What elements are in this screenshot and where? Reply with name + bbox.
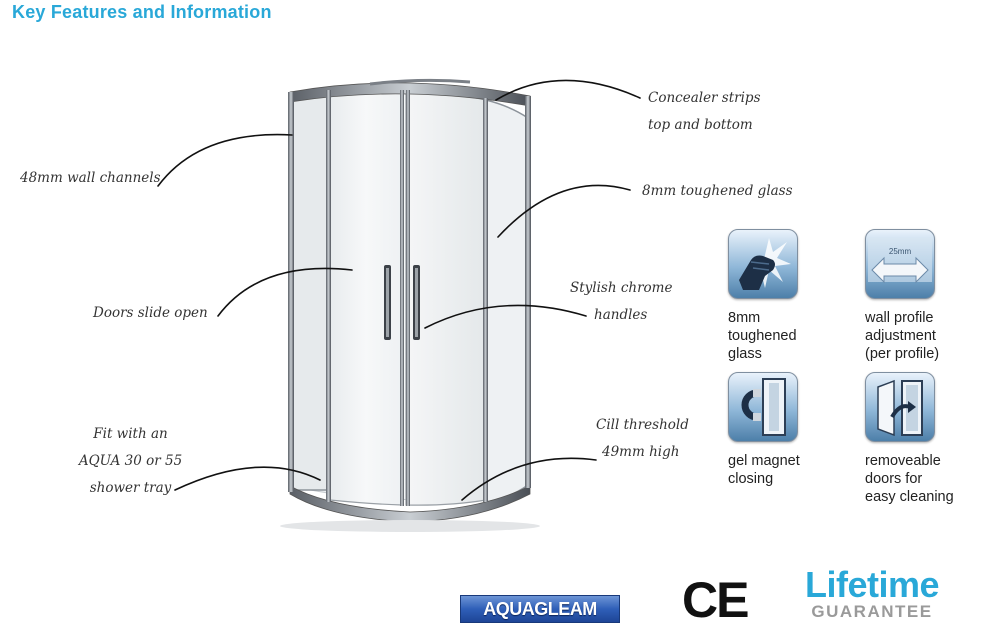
feature-removeable-doors: removeable doors for easy cleaning bbox=[865, 372, 983, 506]
feature-toughened-glass-label: 8mm toughened glass bbox=[728, 310, 797, 362]
aquagleam-logo: AQUAGLEAM bbox=[460, 595, 620, 623]
callout-tray-line3: shower tray bbox=[89, 480, 172, 496]
callout-concealer-line1: Concealer strips bbox=[648, 90, 761, 106]
feature-wall-profile: 25mm wall profile adjustment (per profil… bbox=[865, 229, 983, 363]
callout-wall-channels: 48mm wall channels bbox=[20, 170, 161, 186]
callout-cill-line1: Cill threshold bbox=[596, 417, 689, 433]
callout-chrome-line2: handles bbox=[594, 307, 648, 323]
callout-concealer-strips: Concealer strips top and bottom bbox=[648, 85, 761, 139]
wall-profile-badge: 25mm bbox=[889, 247, 912, 256]
callout-cill-threshold: Cill threshold 49mm high bbox=[596, 412, 689, 466]
magnet-icon bbox=[728, 372, 798, 442]
feature-gel-magnet-label: gel magnet closing bbox=[728, 453, 800, 487]
callout-tray-line2: AQUA 30 or 55 bbox=[78, 453, 183, 469]
page-title: Key Features and Information bbox=[12, 2, 272, 22]
ce-mark: CE bbox=[682, 572, 749, 628]
callout-concealer-line2: top and bottom bbox=[648, 117, 753, 133]
lifetime-guarantee-badge: Lifetime GUARANTEE bbox=[792, 566, 952, 622]
removable-door-icon bbox=[865, 372, 935, 442]
callout-toughened-glass: 8mm toughened glass bbox=[642, 183, 793, 199]
callout-chrome-handles: Stylish chrome handles bbox=[570, 275, 672, 329]
feature-wall-profile-label: wall profile adjustment (per profile) bbox=[865, 310, 940, 362]
guarantee-text: GUARANTEE bbox=[811, 602, 933, 621]
feature-removeable-doors-label: removeable doors for easy cleaning bbox=[865, 453, 954, 505]
lifetime-text: Lifetime bbox=[804, 564, 940, 605]
feature-gel-magnet: gel magnet closing bbox=[728, 372, 848, 488]
callout-chrome-line1: Stylish chrome bbox=[570, 280, 673, 296]
wall-profile-icon: 25mm bbox=[865, 229, 935, 299]
fist-glass-icon bbox=[728, 229, 798, 299]
callout-doors-slide: Doors slide open bbox=[93, 305, 208, 321]
callout-shower-tray: Fit with an AQUA 30 or 55 shower tray bbox=[58, 421, 203, 502]
callout-tray-line1: Fit with an bbox=[93, 426, 168, 442]
callout-cill-line2: 49mm high bbox=[602, 444, 680, 460]
feature-toughened-glass: 8mm toughened glass bbox=[728, 229, 848, 363]
